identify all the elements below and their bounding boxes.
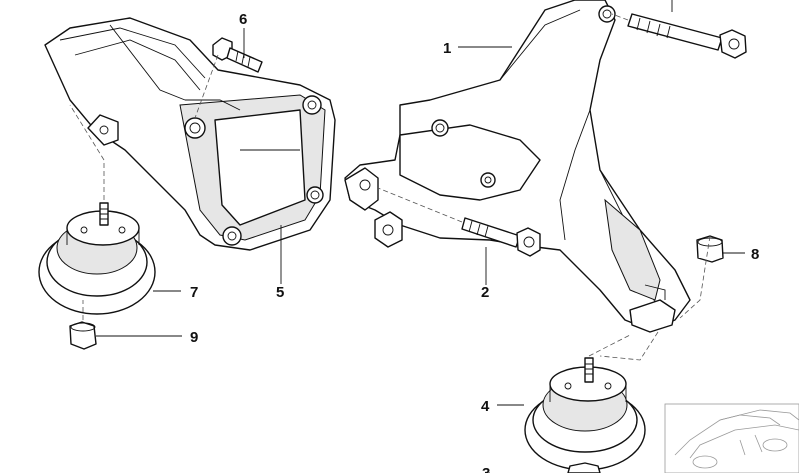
- assembly-lines: [69, 13, 711, 361]
- callout-8: 8: [751, 246, 759, 263]
- engine-mount-part-7: [38, 202, 156, 315]
- callout-4: 4: [481, 398, 490, 415]
- bolt-part-3-upper: [627, 13, 747, 59]
- callout-3: 3: [482, 465, 490, 473]
- callout-2: 2: [481, 284, 489, 301]
- bolt-part-3-lower: [567, 462, 601, 473]
- leader-lines: [96, 0, 745, 473]
- bolt-part-2: [461, 217, 541, 257]
- engine-mount-part-4: [524, 357, 646, 471]
- bolt-part-6: [212, 37, 263, 73]
- engine-bracket-left-part-5: [44, 17, 336, 251]
- engine-bracket-right-part-1: [344, 0, 691, 333]
- callout-labels: 1 2 3 4 5 6 7 8 9: [190, 11, 759, 473]
- callout-6: 6: [239, 11, 247, 28]
- callout-9: 9: [190, 329, 198, 346]
- callout-1: 1: [443, 40, 451, 57]
- callout-5: 5: [276, 284, 284, 301]
- nut-part-9: [69, 321, 97, 350]
- callout-7: 7: [190, 284, 198, 301]
- vehicle-thumbnail: [664, 403, 799, 473]
- nut-part-8: [696, 235, 724, 263]
